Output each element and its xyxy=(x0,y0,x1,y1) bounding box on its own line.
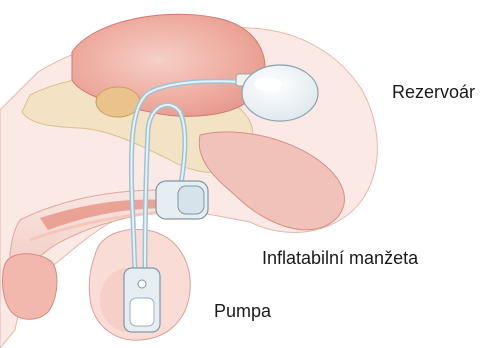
cuff-label: Inflatabilní manžeta xyxy=(262,248,418,269)
glans xyxy=(3,254,57,320)
reservoir-highlight xyxy=(254,77,282,91)
reservoir-balloon xyxy=(242,65,318,121)
reservoir-label: Rezervoár xyxy=(392,82,475,103)
prostate xyxy=(96,87,140,117)
pump-bulb xyxy=(130,298,154,326)
pump-label: Pumpa xyxy=(214,301,271,322)
inflatable-cuff-band xyxy=(178,186,204,214)
pump-button xyxy=(138,280,146,288)
